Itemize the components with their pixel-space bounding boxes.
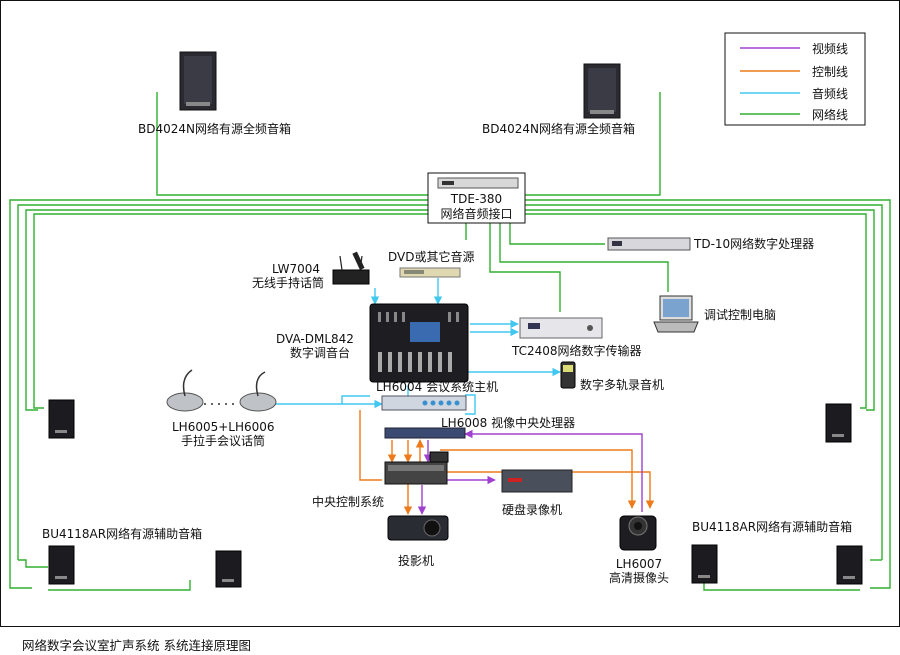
tc2408-label: TC2408网络数字传输器 xyxy=(512,344,642,358)
legend-network-label: 网络线 xyxy=(812,108,849,122)
tde-380-icon xyxy=(437,177,519,189)
speaker-right-mid-icon xyxy=(825,403,852,443)
laptop-icon xyxy=(653,295,699,333)
central-control-icon xyxy=(384,451,449,485)
tde-model-label: TDE-380 xyxy=(450,192,503,206)
central-control-label: 中央控制系统 xyxy=(312,495,385,509)
tde-name-label: 网络音频接口 xyxy=(440,207,513,221)
lh6004-host-icon xyxy=(381,395,467,411)
dvd-player-icon xyxy=(399,267,461,278)
speaker-left-top-label: BD4024N网络有源全频音箱 xyxy=(138,122,291,136)
multitrack-recorder-icon xyxy=(560,361,576,389)
speaker-left-mid-icon xyxy=(48,399,75,439)
bu-left-label: BU4118AR网络有源辅助音箱 xyxy=(42,527,203,541)
tc2408-icon xyxy=(519,317,603,339)
connection-diagram xyxy=(9,32,891,591)
projector-icon xyxy=(387,515,449,541)
mixer-icon xyxy=(369,303,469,383)
speaker-right-top-icon xyxy=(583,63,621,119)
speaker-right-top-label: BD4024N网络有源全频音箱 xyxy=(482,122,635,136)
recorder-label: 数字多轨录音机 xyxy=(580,378,665,392)
legend-audio-label: 音频线 xyxy=(812,87,849,101)
speaker-right-bottom-2-icon xyxy=(836,545,863,585)
mic-chain-dots xyxy=(204,403,234,405)
speaker-left-top-icon xyxy=(179,51,217,111)
audio-lines xyxy=(272,278,561,415)
speaker-left-bottom-2-icon xyxy=(215,550,242,588)
hdd-recorder-icon xyxy=(501,469,573,493)
conference-mic-right-icon xyxy=(239,371,277,412)
lw7004-model-label: LW7004 xyxy=(272,262,320,276)
lh6004-label: LH6004 会议系统主机 xyxy=(376,380,499,394)
lh6005-name-label: 手拉手会议话筒 xyxy=(181,434,266,448)
conference-mic-left-icon xyxy=(166,369,204,412)
dvd-label: DVD或其它音源 xyxy=(388,250,475,264)
camera-model-label: LH6007 xyxy=(615,557,663,571)
legend-video-label: 视频线 xyxy=(812,42,849,56)
projector-label: 投影机 xyxy=(398,554,435,568)
camera-icon xyxy=(619,515,657,551)
speaker-left-bottom-1-icon xyxy=(48,545,75,585)
speaker-right-bottom-1-icon xyxy=(691,544,718,584)
td10-label: TD-10网络数字处理器 xyxy=(694,237,815,251)
debug-pc-label: 调试控制电脑 xyxy=(704,308,777,322)
td10-icon xyxy=(607,237,691,251)
hdd-recorder-label: 硬盘录像机 xyxy=(502,503,563,517)
dva-model-label: DVA-DML842 xyxy=(276,332,354,346)
lh6005-model-label: LH6005+LH6006 xyxy=(172,420,275,434)
lh6008-label: LH6008 视像中央处理器 xyxy=(441,416,576,430)
dva-name-label: 数字调音台 xyxy=(290,346,351,360)
camera-name-label: 高清摄像头 xyxy=(608,571,669,585)
lh6008-processor-icon xyxy=(384,427,466,439)
bu-right-label: BU4118AR网络有源辅助音箱 xyxy=(692,520,853,534)
video-lines xyxy=(417,429,643,515)
lw7004-name-label: 无线手持话筒 xyxy=(252,276,325,290)
legend-control-label: 控制线 xyxy=(812,65,849,79)
diagram-caption: 网络数字会议室扩声系统 系统连接原理图 xyxy=(22,638,251,653)
wireless-mic-icon xyxy=(332,251,370,285)
